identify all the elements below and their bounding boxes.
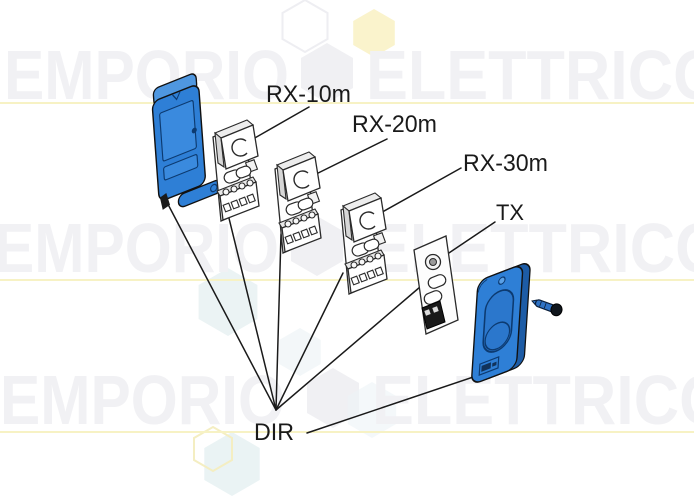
watermark-word-elettrico: ELETTRICO xyxy=(366,36,694,114)
front-cover xyxy=(471,263,531,383)
label-rx-20m: RX-20m xyxy=(352,111,437,138)
watermark-word-elettrico: ELETTRICO xyxy=(372,361,694,439)
hexagon-decoration-icon xyxy=(347,382,397,438)
watermark-row-1: EMPORIO ELETTRICO xyxy=(4,36,694,114)
hexagon-decoration-icon xyxy=(353,9,395,57)
watermark-underline xyxy=(0,279,694,281)
rx-20m-board xyxy=(274,151,322,254)
watermark-underline xyxy=(0,431,694,433)
rx-30m-board xyxy=(340,192,388,295)
hexagon-decoration-icon xyxy=(193,425,233,473)
watermark-underline xyxy=(0,102,694,104)
fixing-screw xyxy=(531,299,563,317)
watermark-row-2: EMPORIO ELETTRICO xyxy=(0,209,694,287)
rx-10m-board xyxy=(212,119,260,222)
watermark-word-emporio: EMPORIO xyxy=(0,361,285,439)
watermark-word-emporio: EMPORIO xyxy=(4,36,289,114)
hexagon-logo-icon xyxy=(301,43,353,103)
hexagon-decoration-icon xyxy=(281,0,329,54)
label-tx: TX xyxy=(496,200,524,225)
label-dir: DIR xyxy=(254,419,294,446)
hexagon-decoration-icon xyxy=(279,328,321,376)
label-rx-30m: RX-30m xyxy=(463,150,548,177)
label-rx-10m: RX-10m xyxy=(266,81,351,108)
watermark-row-3: EMPORIO ELETTRICO xyxy=(0,361,694,439)
watermark-word-elettrico: ELETTRICO xyxy=(368,209,694,287)
watermark-word-emporio: EMPORIO xyxy=(0,209,279,287)
hexagon-decoration-icon xyxy=(204,432,260,496)
tx-board xyxy=(413,235,459,335)
dir-fan-lines xyxy=(160,190,501,434)
hexagon-decoration-icon xyxy=(198,268,258,336)
back-housing xyxy=(151,73,222,210)
hexagon-logo-icon xyxy=(307,368,359,428)
